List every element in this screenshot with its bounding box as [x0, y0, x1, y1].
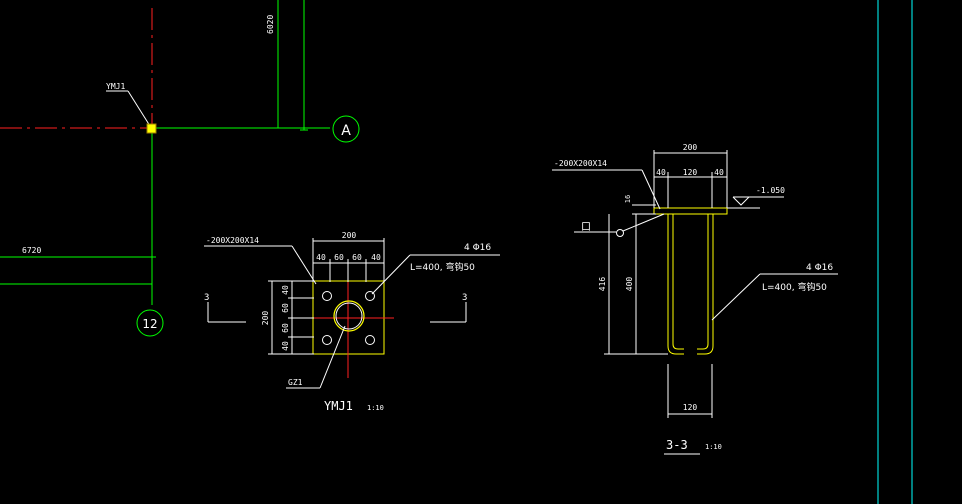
section-scale: 1:10 — [705, 443, 722, 451]
section-bottom-dim — [667, 364, 713, 418]
ymj1-centerlines — [300, 272, 394, 378]
section-top-dims — [653, 150, 728, 208]
ymj1-dim-top-1: 40 — [316, 253, 326, 262]
axis-bubble-12 — [136, 309, 164, 337]
axis-a-label: A — [341, 123, 351, 139]
dim-6020: 6020 — [266, 15, 275, 34]
section-elevation: -1.050 — [756, 186, 785, 195]
ymj1-plate-leader — [204, 245, 317, 285]
dim-6720: 6720 — [22, 246, 41, 255]
ymj1-anchor-holes — [322, 291, 375, 345]
axis-12-label: 12 — [142, 317, 157, 331]
section-rebar-note: L=400, 弯钩50 — [762, 281, 827, 293]
ymj1-gz1-leader — [286, 325, 346, 389]
axis-bubble-a — [332, 115, 360, 143]
ymj1-dim-top-3: 60 — [352, 253, 362, 262]
ymj1-dim-left-2: 60 — [281, 303, 290, 313]
section-dim-top-2: 120 — [683, 168, 698, 177]
ymj1-dim-top-total: 200 — [342, 231, 357, 240]
section-title: 3-3 — [666, 438, 688, 452]
ymj1-scale: 1:10 — [367, 404, 384, 412]
section-embed-symbol: 口 — [581, 222, 591, 233]
red-axis-lines — [0, 8, 200, 300]
ymj1-dim-left-3: 60 — [281, 323, 290, 333]
ymj1-rebar-note: L=400, 弯钩50 — [410, 261, 475, 273]
section-plate-spec: -200X200X14 — [554, 159, 607, 168]
section-dim-416: 416 — [598, 277, 607, 292]
ymj1-dim-left-1: 40 — [281, 285, 290, 295]
ymj1-title: YMJ1 — [324, 399, 353, 413]
section-dim-top-3: 40 — [714, 168, 724, 177]
ymj1-detail: 200 40 60 60 40 200 40 60 60 40 -200X200… — [204, 231, 500, 413]
section-plate-leader — [552, 169, 661, 210]
section-rebars — [667, 214, 714, 355]
ymj1-column-label: GZ1 — [288, 378, 303, 387]
ymj1-node-label: YMJ1 — [106, 82, 125, 91]
section-vertical-dims — [604, 214, 668, 355]
ymj1-leader — [106, 90, 151, 127]
ymj1-column-inner — [335, 302, 363, 330]
section-dim-bottom: 120 — [683, 403, 698, 412]
ymj1-dim-left-4: 40 — [281, 341, 290, 351]
section-rebar-leader — [711, 273, 838, 321]
section-dim-top-1: 40 — [656, 168, 666, 177]
section-plate — [653, 207, 728, 215]
ymj1-node-marker — [146, 123, 157, 134]
section-thk-dim — [632, 204, 656, 215]
ymj1-section-mark-left: 3 — [204, 293, 209, 303]
ymj1-section-cuts — [207, 302, 467, 323]
ymj1-column-outer — [333, 300, 365, 332]
section-rebar-count: 4 Φ16 — [806, 263, 833, 273]
drawing-frame — [877, 0, 913, 504]
ymj1-dim-left-total: 200 — [261, 311, 270, 326]
section-elevation-mark — [727, 196, 784, 209]
ymj1-rebar-leader — [371, 254, 500, 295]
section-3-3-detail: 200 40 120 40 -200X200X14 -1.050 16 口 — [552, 143, 838, 455]
ymj1-top-dims — [312, 238, 385, 282]
ymj1-plate-spec: -200X200X14 — [206, 236, 259, 245]
section-dim-plate-thk: 16 — [624, 195, 632, 203]
section-dim-top-total: 200 — [683, 143, 698, 152]
ymj1-left-dims — [268, 280, 314, 355]
ymj1-rebar-count: 4 Φ16 — [464, 243, 491, 253]
ymj1-section-mark-right: 3 — [462, 293, 467, 303]
section-dim-400: 400 — [625, 277, 634, 292]
ymj1-dim-top-4: 40 — [371, 253, 381, 262]
ymj1-dim-top-2: 60 — [334, 253, 344, 262]
plan-view: YMJ1 6020 6720 A 12 — [0, 0, 360, 337]
wall-lines — [0, 0, 330, 305]
